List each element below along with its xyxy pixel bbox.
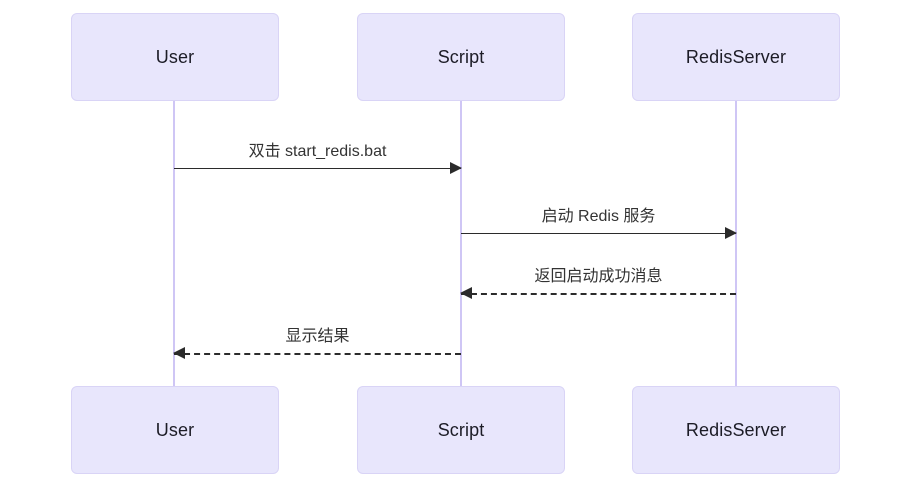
message-1-label: 双击 start_redis.bat xyxy=(248,142,387,160)
lifeline-redisserver xyxy=(735,101,737,386)
participant-box-user-bottom[interactable]: User xyxy=(71,386,279,474)
message-3-line xyxy=(461,293,736,295)
message-1-line xyxy=(174,168,461,169)
message-4-line xyxy=(174,353,461,355)
participant-label-user-top: User xyxy=(155,47,195,67)
lifeline-script xyxy=(460,101,462,386)
message-4-label: 显示结果 xyxy=(285,327,350,345)
participant-box-redisserver-bottom[interactable]: RedisServer xyxy=(632,386,840,474)
participant-label-script-bottom: Script xyxy=(437,420,485,440)
message-2-line xyxy=(461,233,736,234)
participant-box-script-bottom[interactable]: Script xyxy=(357,386,565,474)
participant-label-redisserver-top: RedisServer xyxy=(685,47,787,67)
participant-box-script-top[interactable]: Script xyxy=(357,13,565,101)
participant-label-script-top: Script xyxy=(437,47,485,67)
lifeline-user xyxy=(173,101,175,386)
message-2-arrowhead-icon xyxy=(725,227,737,239)
message-4-arrowhead-icon xyxy=(173,347,185,359)
message-3-arrowhead-icon xyxy=(460,287,472,299)
message-2-label: 启动 Redis 服务 xyxy=(541,207,656,225)
message-1-arrowhead-icon xyxy=(450,162,462,174)
message-3-label: 返回启动成功消息 xyxy=(534,267,663,285)
participant-label-user-bottom: User xyxy=(155,420,195,440)
participant-label-redisserver-bottom: RedisServer xyxy=(685,420,787,440)
participant-box-user-top[interactable]: User xyxy=(71,13,279,101)
participant-box-redisserver-top[interactable]: RedisServer xyxy=(632,13,840,101)
